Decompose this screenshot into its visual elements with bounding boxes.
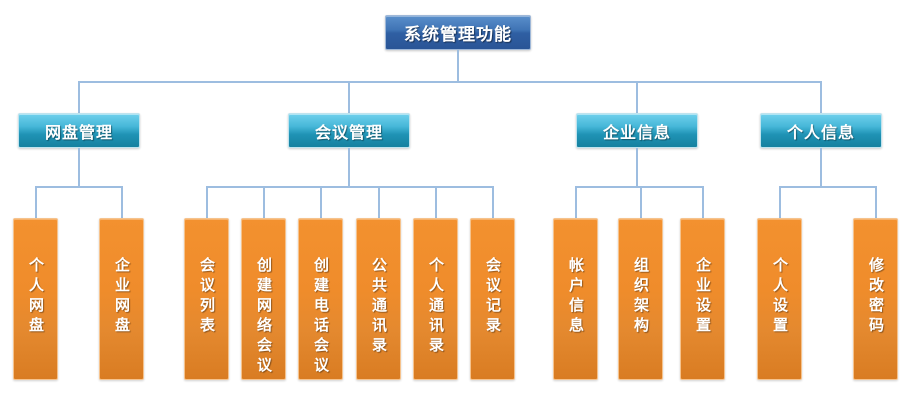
connector-drop-branch-2 [636, 81, 638, 113]
connector-drop-leaf-1-3 [378, 186, 380, 218]
root-node-label: 系统管理功能 [404, 25, 512, 45]
connector-branch1-stem [348, 148, 350, 186]
branch-node-label: 会议管理 [314, 122, 383, 142]
leaf-node-personal-settings[interactable]: 个人设置 [757, 218, 802, 380]
leaf-node-label: 创建网络会议 [255, 257, 273, 377]
leaf-node-meeting-records[interactable]: 会议记录 [470, 218, 515, 380]
branch-node-meeting-management[interactable]: 会议管理 [288, 113, 410, 148]
connector-branch0-bus [35, 186, 123, 188]
branch-node-label: 网盘管理 [44, 122, 113, 142]
leaf-node-change-password[interactable]: 修改密码 [853, 218, 898, 380]
leaf-node-personal-netdisk[interactable]: 个人网盘 [13, 218, 58, 380]
connector-drop-branch-1 [348, 81, 350, 113]
leaf-node-create-phone-meeting[interactable]: 创建电话会议 [298, 218, 343, 380]
connector-drop-leaf-1-1 [263, 186, 265, 218]
connector-drop-leaf-2-1 [640, 186, 642, 218]
connector-level1-bus [78, 81, 821, 83]
leaf-node-label: 个人网盘 [27, 257, 45, 337]
connector-branch2-bus [575, 186, 703, 188]
leaf-node-label: 会议记录 [484, 257, 502, 337]
leaf-node-enterprise-netdisk[interactable]: 企业网盘 [99, 218, 144, 380]
leaf-node-public-contacts[interactable]: 公共通讯录 [356, 218, 401, 380]
leaf-node-account-info[interactable]: 帐户信息 [553, 218, 598, 380]
leaf-node-label: 组织架构 [632, 257, 650, 337]
connector-drop-leaf-1-2 [320, 186, 322, 218]
leaf-node-label: 个人设置 [771, 257, 789, 337]
leaf-node-personal-contacts[interactable]: 个人通讯录 [413, 218, 458, 380]
leaf-node-meeting-list[interactable]: 会议列表 [184, 218, 229, 380]
connector-drop-leaf-1-0 [206, 186, 208, 218]
branch-node-personal-info[interactable]: 个人信息 [760, 113, 882, 148]
connector-branch3-bus [779, 186, 876, 188]
connector-drop-leaf-3-0 [779, 186, 781, 218]
connector-drop-leaf-0-1 [121, 186, 123, 218]
connector-drop-leaf-1-5 [492, 186, 494, 218]
leaf-node-label: 帐户信息 [567, 257, 585, 337]
connector-drop-leaf-1-4 [435, 186, 437, 218]
leaf-node-label: 个人通讯录 [427, 257, 445, 357]
connector-root-stem [457, 50, 459, 81]
connector-branch1-bus [206, 186, 493, 188]
connector-drop-leaf-2-2 [702, 186, 704, 218]
leaf-node-label: 会议列表 [198, 257, 216, 337]
leaf-node-org-structure[interactable]: 组织架构 [618, 218, 663, 380]
leaf-node-label: 修改密码 [867, 257, 885, 337]
branch-node-label: 个人信息 [786, 122, 855, 142]
leaf-node-label: 企业设置 [694, 257, 712, 337]
leaf-node-enterprise-settings[interactable]: 企业设置 [680, 218, 725, 380]
connector-branch3-stem [820, 148, 822, 186]
branch-node-enterprise-info[interactable]: 企业信息 [576, 113, 698, 148]
connector-branch0-stem [78, 148, 80, 186]
root-node-system-management[interactable]: 系统管理功能 [385, 15, 531, 50]
leaf-node-label: 公共通讯录 [370, 257, 388, 357]
leaf-node-label: 创建电话会议 [312, 257, 330, 377]
leaf-node-label: 企业网盘 [113, 257, 131, 337]
connector-drop-branch-0 [78, 81, 80, 113]
branch-node-netdisk-management[interactable]: 网盘管理 [18, 113, 140, 148]
connector-drop-leaf-2-0 [575, 186, 577, 218]
connector-drop-leaf-0-0 [35, 186, 37, 218]
connector-branch2-stem [636, 148, 638, 186]
branch-node-label: 企业信息 [602, 122, 671, 142]
connector-drop-leaf-3-1 [875, 186, 877, 218]
leaf-node-create-web-meeting[interactable]: 创建网络会议 [241, 218, 286, 380]
connector-drop-branch-3 [820, 81, 822, 113]
